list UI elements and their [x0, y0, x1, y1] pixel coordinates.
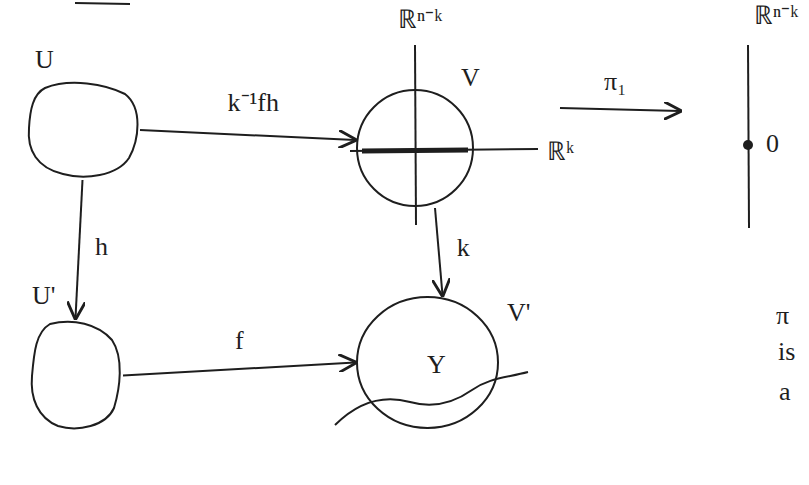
map-arrow: [123, 363, 355, 376]
open-set-disc: V'Y: [355, 295, 500, 430]
submanifold-curve: [335, 372, 528, 425]
set-name: V': [505, 299, 532, 328]
node-outline: [25, 80, 140, 180]
disc-outline: [357, 297, 498, 428]
blob-outline: [29, 83, 138, 177]
math-label: π: [774, 302, 791, 331]
blob-outline: [32, 322, 120, 429]
math-label: a: [777, 378, 793, 407]
set-name: V: [459, 64, 482, 93]
underline-stroke: [75, 3, 130, 4]
disc-outline: [357, 90, 473, 206]
projection-arrow: [560, 108, 680, 111]
node-outline: [355, 88, 475, 208]
horizontal-axis: [350, 149, 538, 151]
node-outline: [28, 318, 123, 433]
set-name: U': [30, 282, 57, 311]
math-label: 0: [764, 130, 781, 159]
map-name: k⁻¹fh: [226, 89, 281, 118]
open-set-blob: U: [25, 80, 140, 180]
map-name: f: [233, 327, 246, 356]
math-label: ℝᵏ: [545, 138, 576, 167]
bold-subspace: [362, 150, 468, 151]
map-name: h: [93, 233, 110, 262]
vertical-axis: [415, 45, 416, 225]
map-arrow: [76, 180, 83, 318]
set-name: Y: [425, 351, 448, 380]
open-set-disc: V: [355, 88, 475, 208]
math-label: ℝⁿ⁻ᵏ: [752, 2, 800, 31]
math-label: π₁: [602, 68, 628, 97]
map-arrow: [435, 208, 443, 295]
map-name: k: [455, 234, 472, 263]
math-label: is: [776, 338, 797, 367]
open-set-blob: U': [28, 318, 123, 433]
origin-dot: [743, 140, 753, 150]
math-label: ℝⁿ⁻ᵏ: [396, 6, 444, 35]
target-axis: [748, 45, 749, 228]
set-name: U: [33, 46, 56, 75]
map-arrow: [140, 130, 355, 140]
